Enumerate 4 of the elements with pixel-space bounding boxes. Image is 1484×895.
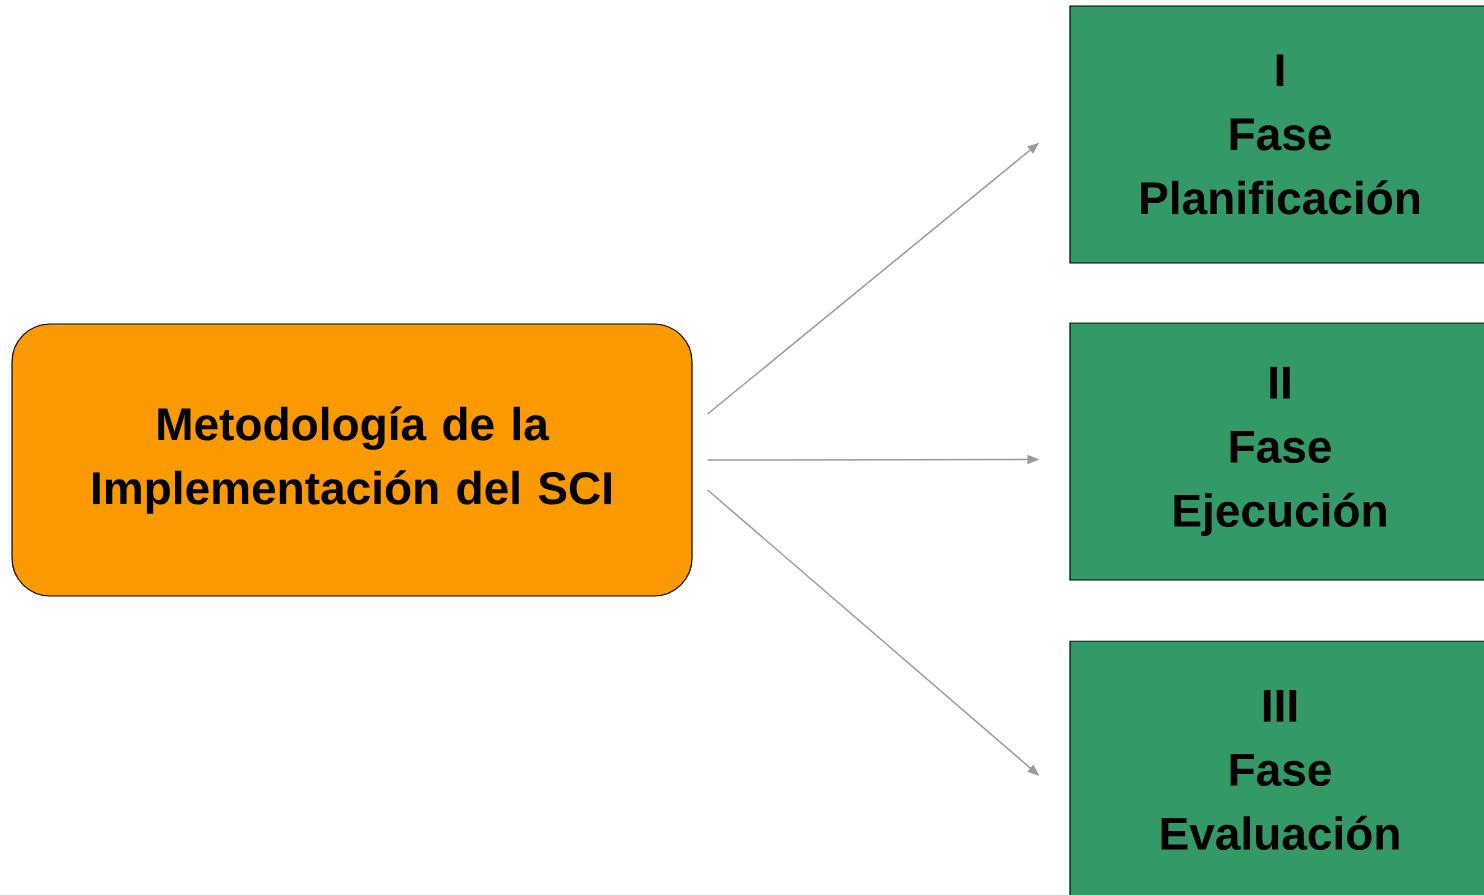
rounded-box: Metodología de la Implementación del SCI bbox=[11, 323, 693, 597]
phase-box: I Fase Planificación bbox=[1069, 5, 1484, 264]
phase-box: II Fase Ejecución bbox=[1069, 322, 1484, 581]
phase-box: III Fase Evaluación bbox=[1069, 640, 1484, 895]
